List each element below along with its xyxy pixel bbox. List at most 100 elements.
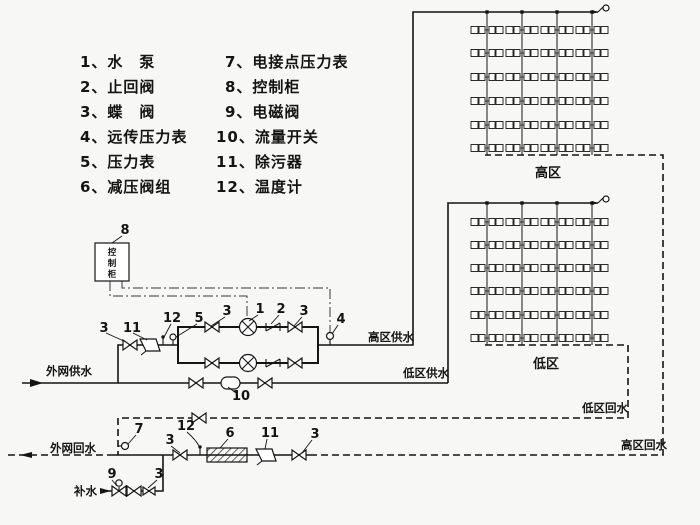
radiator [540,144,574,152]
radiator [505,121,539,129]
radiator [505,241,539,249]
callout-inlet-thermometer: 12 [163,311,181,326]
radiator [575,144,609,152]
radiator [540,97,574,105]
inlet-pressure-gauge [169,333,177,345]
radiator [575,241,609,249]
legend-item: 5、压力表 [80,153,155,171]
callout-flow-switch: 10 [232,389,250,404]
radiator [505,26,539,34]
radiator [470,334,504,342]
return-strainer [255,448,277,466]
radiator [505,97,539,105]
radiator [505,311,539,319]
callout-remote-gauge: 4 [336,312,345,327]
callout-inlet-strainer: 11 [123,321,141,336]
radiator [540,121,574,129]
callout-return-valve-b: 3 [310,427,319,442]
radiator [540,334,574,342]
cabinet-char: 控 [108,247,117,258]
callout-pump: 1 [255,302,264,317]
radiator [575,49,609,57]
label-high-supply: 高区供水 [368,330,414,344]
radiator [540,241,574,249]
radiator [540,26,574,34]
label-low-return: 低区回水 [581,401,628,415]
solenoid-valve [111,479,127,498]
radiator [470,26,504,34]
legend-item: 4、远传压力表 [80,128,187,146]
low-return-valve [191,411,207,425]
radiator [470,218,504,226]
radiator [470,49,504,57]
radiator [575,73,609,81]
label-ext-supply: 外网供水 [45,364,92,378]
radiator [505,334,539,342]
legend-item: 6、减压阀组 [80,178,171,196]
radiator [505,49,539,57]
bypass-valve-right [257,376,273,390]
label-low-zone: 低区 [532,356,559,372]
radiator [575,97,609,105]
pump-branch-top [204,317,303,337]
return-thermometer [198,445,202,455]
callout-prv-group: 6 [225,426,234,441]
legend-item: 10、流量开关 [216,128,319,146]
pressure-reducing-valve-group [206,447,248,463]
control-cabinet: 控 制 柜 [94,242,130,282]
callout-makeup-solenoid: 9 [107,467,116,482]
callout-numbers: 3 11 12 5 3 1 2 3 4 10 8 7 3 12 6 11 3 9… [99,223,345,482]
label-makeup: 补水 [73,484,97,498]
radiator [575,218,609,226]
legend-item: 3、蝶 阀 [80,103,155,121]
label-high-return: 高区回水 [621,438,667,452]
makeup-valve-2 [142,485,156,497]
radiator [505,144,539,152]
label-high-zone: 高区 [535,165,561,181]
radiator [505,73,539,81]
remote-pressure-gauge [325,331,335,345]
callout-return-strainer: 11 [261,426,279,441]
bypass-valve-left [188,376,204,390]
legend-item: 12、温度计 [216,178,303,196]
legend-item: 1、水 泵 [80,53,155,71]
flow-switch [220,376,241,390]
air-vent-high [592,4,610,14]
radiator [575,26,609,34]
return-pipes [8,154,664,458]
radiator [505,287,539,295]
radiator [575,121,609,129]
legend-item: 8、控制柜 [225,78,300,96]
callout-pump-in-valve: 3 [222,304,231,319]
flow-labels: 高区 低区 外网供水 高区供水 低区供水 低区回水 高区回水 外网回水 补水 [45,165,667,498]
callout-leaders [105,235,339,489]
legend-item: 2、止回阀 [80,78,155,96]
contact-pressure-gauge [118,441,130,451]
radiator [540,218,574,226]
low-zone-radiators [470,201,609,345]
signal-lines [109,281,331,332]
high-zone-radiators [470,10,609,155]
radiator [470,311,504,319]
radiator [575,264,609,272]
air-vent-low [592,195,610,205]
radiator [575,311,609,319]
callout-inlet-gauge: 5 [194,311,203,326]
radiator [575,287,609,295]
callout-return-thermometer: 12 [177,419,195,434]
callout-return-valve-a: 3 [165,433,174,448]
radiator [540,264,574,272]
legend-item: 7、电接点压力表 [225,53,348,71]
callout-control-cabinet: 8 [120,223,129,238]
callout-check-valve: 2 [276,302,285,317]
radiator [505,218,539,226]
radiator [470,241,504,249]
legend-item: 11、除污器 [216,153,303,171]
label-low-supply: 低区供水 [402,366,449,380]
radiator [540,311,574,319]
inlet-strainer [139,338,161,356]
inlet-butterfly-valve [122,338,138,352]
legend-item: 9、电磁阀 [225,103,300,121]
